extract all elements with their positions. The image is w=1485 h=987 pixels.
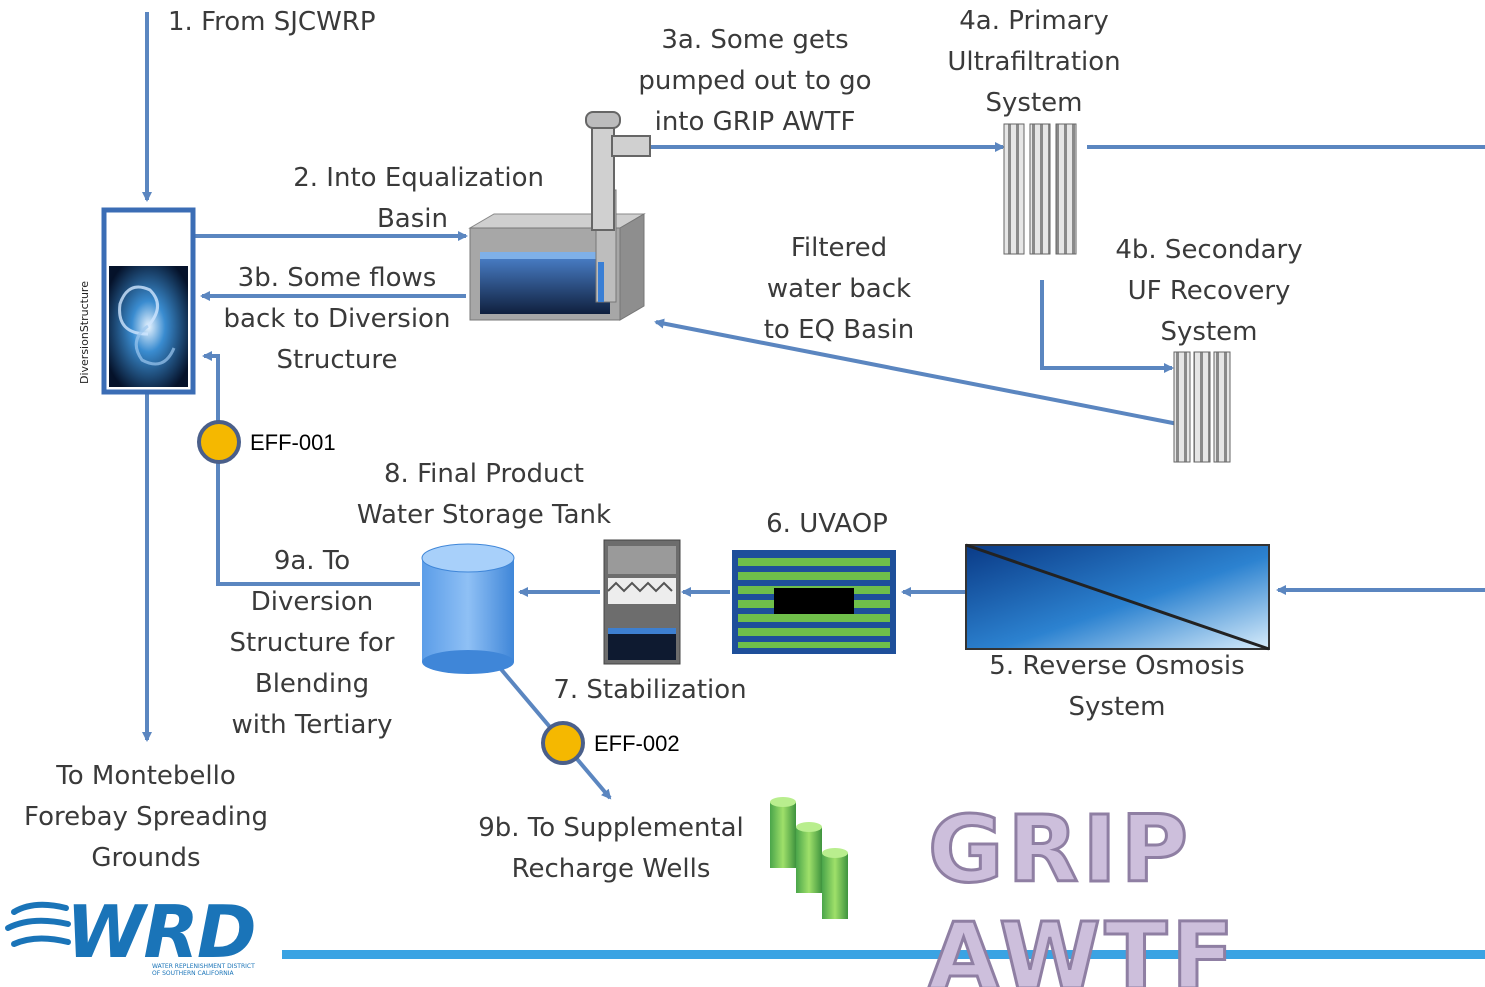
label-flows-back-to-diversion: 3b. Some flows back to Diversion Structu… [223,263,451,375]
label-diversion-structure-vertical: DiversionStructure [78,281,91,384]
label-from-sjcwrp: 1. From SJCWRP [168,7,376,37]
label-to-diversion-blending: 9a. To Diversion Structure for Blending … [229,546,395,740]
label-stabilization: 7. Stabilization [553,675,747,705]
primary-uf-module [1003,123,1077,255]
stabilization-unit [603,539,681,665]
uvaop-unit [732,550,896,654]
label-pumped-to-grip: 3a. Some gets pumped out to go into GRIP… [638,25,872,137]
flow-filtered-back [654,318,1179,426]
wrd-logo-subtitle: WATER REPLENISHMENT DISTRICT OF SOUTHERN… [152,963,255,977]
eff-002-marker [541,721,585,765]
recharge-wells-icon [770,797,848,919]
label-filtered-water-back: Filtered water back to EQ Basin [763,233,915,345]
label-to-montebello: To Montebello Forebay Spreading Grounds [24,761,268,873]
footer-rule [282,950,1485,959]
label-eff-001: EFF-001 [250,430,336,455]
label-to-recharge-wells: 9b. To Supplemental Recharge Wells [478,813,744,884]
wrd-logo-waves [5,901,71,947]
eff-001-marker [197,420,241,464]
label-eff-002: EFF-002 [594,731,680,756]
secondary-uf-module [1173,351,1231,463]
pump-pipe [585,111,651,231]
wrd-logo-text: WRD [66,890,257,974]
reverse-osmosis-unit [965,543,1270,651]
grip-awtf-title: GRIP AWTF [927,795,1239,987]
flow-to-secondary-uf [1040,280,1174,373]
diversion-structure [101,207,196,395]
label-uvaop: 6. UVAOP [766,509,888,539]
label-primary-uf: 4a. Primary Ultrafiltration System [947,6,1121,118]
label-reverse-osmosis: 5. Reverse Osmosis System [989,651,1245,722]
label-final-product-tank: 8. Final Product Water Storage Tank [356,459,612,530]
label-into-eq-basin: 2. Into Equalization Basin [293,163,544,234]
equalization-basin [468,189,646,321]
label-secondary-uf: 4b. Secondary UF Recovery System [1115,235,1303,347]
flow-9a-to-diversion [202,351,420,586]
product-water-tank [421,543,515,674]
